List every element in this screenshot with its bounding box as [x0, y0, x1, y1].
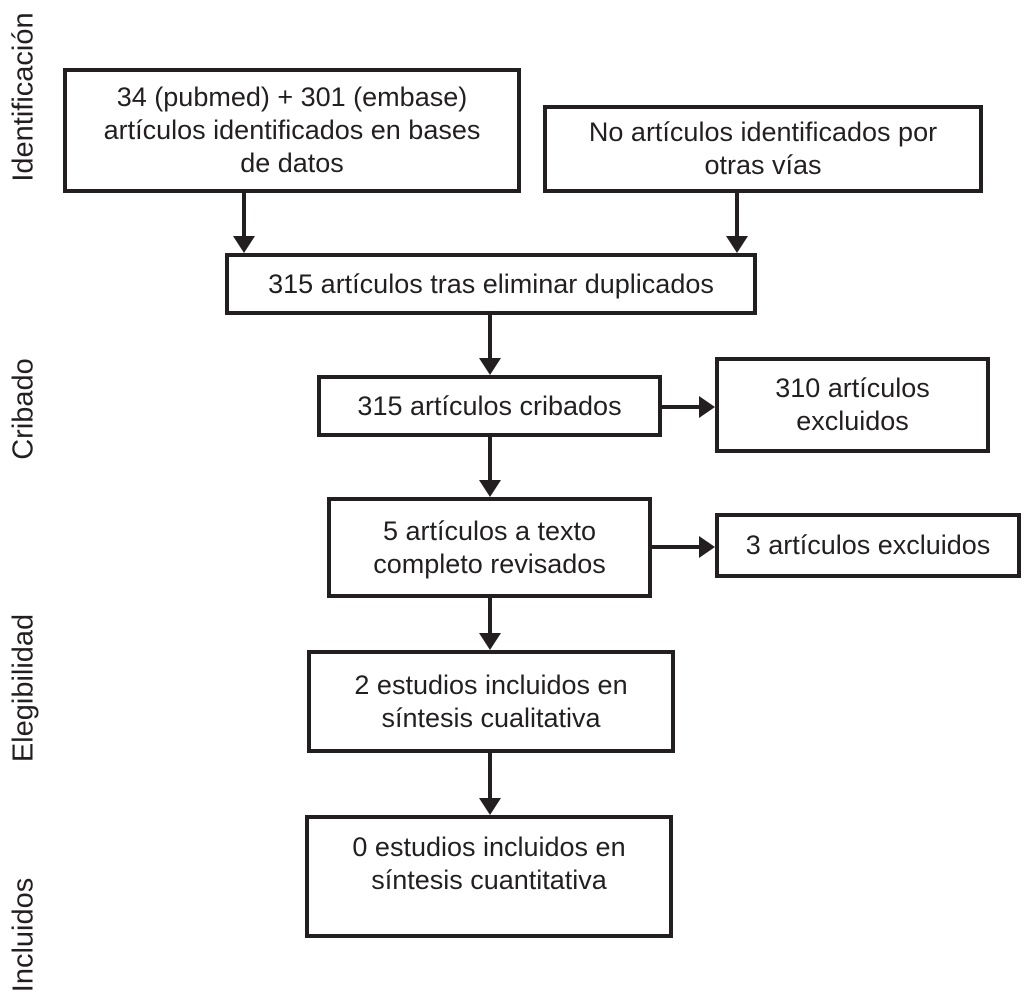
arrow-fulltext-to-qualitative-icon	[488, 598, 492, 634]
box-text-line: de datos	[240, 148, 344, 178]
box-text-line: síntesis cualitativa	[381, 702, 601, 733]
box-screened: 315 artículos cribados	[317, 375, 662, 437]
box-text-line: síntesis cuantitativa	[371, 865, 607, 895]
arrow-screened-to-excluded-icon	[662, 405, 700, 409]
box-text-line: 5 artículos a texto	[382, 515, 597, 546]
box-text-line: excluidos	[796, 406, 909, 436]
box-text-line: otras vías	[704, 150, 822, 180]
box-excluded-fulltext: 3 artículos excluidos	[715, 513, 1021, 578]
arrow-duplicates-to-screened-icon	[488, 315, 492, 359]
box-identified-databases: 34 (pubmed) + 301 (embase)artículos iden…	[63, 68, 521, 193]
arrow-qualitative-to-quantitative-icon	[488, 753, 492, 799]
stage-label-identificacion: Identificación	[7, 12, 40, 182]
box-text-line: 2 estudios incluidos en	[354, 669, 628, 700]
box-text-line: 0 estudios incluidos en	[352, 832, 626, 862]
box-text-line: completo revisados	[373, 548, 606, 579]
box-text-line: 34 (pubmed) + 301 (embase)	[116, 82, 468, 112]
stage-label-incluidos: Incluidos	[7, 877, 40, 993]
box-text-line: 315 artículos cribados	[357, 390, 622, 421]
box-after-duplicates-removed: 315 artículos tras eliminar duplicados	[225, 253, 757, 315]
box-text-line: 310 artículos	[775, 373, 930, 403]
box-text-line: 3 artículos excluidos	[745, 530, 991, 560]
box-text-line: 315 artículos tras eliminar duplicados	[268, 268, 714, 299]
box-text-line: No artículos identificados por	[588, 117, 938, 147]
stage-label-cribado: Cribado	[7, 358, 40, 460]
stage-label-elegibilidad: Elegibilidad	[7, 613, 40, 763]
arrow-databases-to-duplicates-icon	[242, 193, 246, 237]
arrow-fulltext-to-excluded-icon	[652, 545, 700, 549]
arrow-screened-to-fulltext-icon	[488, 437, 492, 481]
arrow-other-sources-to-duplicates-icon	[735, 193, 739, 237]
box-text-line: artículos identificados en bases	[103, 115, 481, 145]
